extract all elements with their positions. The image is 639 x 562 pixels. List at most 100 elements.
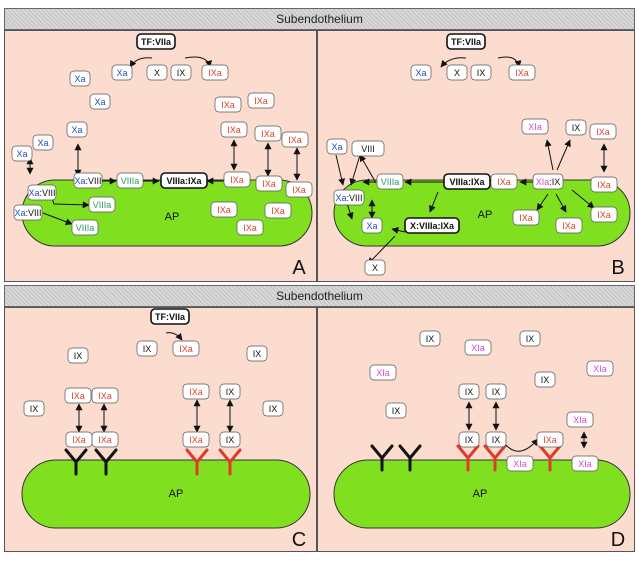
ixa-a-top: IXa <box>201 64 229 81</box>
ixa-a-1: IXa <box>214 96 242 113</box>
ix-d-5-text: IX <box>465 387 474 397</box>
ap-label-b: AP <box>478 209 493 221</box>
tenase-b: VIIIa:IXa <box>443 173 491 190</box>
ixa-d-1-text: IXa <box>543 435 557 445</box>
ix-b-top-box <box>470 64 492 81</box>
ixa-a-7-text: IXa <box>262 179 276 189</box>
xia-b-1-text: XIa <box>528 122 542 132</box>
tf-viia-a-text: TF:VIIa <box>141 37 172 47</box>
receptor-c-1 <box>64 448 88 476</box>
ixa-c-3: IXa <box>182 383 210 400</box>
ixa-b-3-box <box>590 176 618 193</box>
xia-ix-b-text: XIa:IX <box>536 177 561 187</box>
viiia-a-3-box <box>71 219 99 236</box>
xa-viii-a-2: Xa:VIII <box>27 184 57 201</box>
xia-d-4-box <box>566 411 594 428</box>
xa-a-4: Xa <box>11 145 33 162</box>
ixa-c-1: IXa <box>64 387 92 404</box>
ixa-a-9-text: IXa <box>217 205 231 215</box>
x-b-top-box <box>446 64 468 81</box>
ix-c-2-box <box>246 345 268 362</box>
xa-viii-a-3-box <box>13 204 43 221</box>
ixa-a-4-box <box>254 125 282 142</box>
ix-d-1: IX <box>419 330 441 347</box>
ap-label-d: AP <box>473 488 488 500</box>
ixa-c-5: IXa <box>91 431 119 448</box>
xia-d-6: XIa <box>571 455 599 472</box>
xia-d-3-text: XIa <box>593 364 607 374</box>
xia-ix-b-box <box>532 173 564 190</box>
tf-viia-c-box <box>150 308 190 325</box>
xia-d-1: XIa <box>464 339 492 356</box>
ixa-a-8: IXa <box>285 181 313 198</box>
xia-d-2-box <box>369 364 397 381</box>
platelet-c <box>21 459 311 529</box>
tf-viia-b: TF:VIIa <box>446 33 486 50</box>
ixa-a-2: IXa <box>247 92 275 109</box>
ix-c-4-text: IX <box>269 404 278 414</box>
ixa-a-top-text: IXa <box>208 68 222 78</box>
ix-c-top-box <box>136 340 158 357</box>
ixa-c-top: IXa <box>172 340 200 357</box>
xa-a-3-text: Xa <box>37 138 48 148</box>
receptor-d-1 <box>370 444 394 472</box>
ixa-b-5: IXa <box>555 217 583 234</box>
subendothelium-band-bottom: Subendothelium <box>4 285 635 307</box>
ixa-b-2: IXa <box>589 123 617 140</box>
ixa-a-5: IXa <box>281 131 309 148</box>
xia-d-5: XIa <box>506 455 534 472</box>
viii-b-1-text: VIII <box>361 144 375 154</box>
ix-d-3-text: IX <box>541 375 550 385</box>
xa-a-2-text: Xa <box>94 97 105 107</box>
xa-a-4-text: Xa <box>16 149 27 159</box>
viiia-b-box <box>376 173 404 190</box>
ix-d-4-box <box>385 402 407 419</box>
xa-viii-a-3-text: Xa:VIII <box>14 208 41 218</box>
ixa-b-top-text: IXa <box>515 68 529 78</box>
xia-d-6-box <box>571 455 599 472</box>
ixa-a-6-box <box>223 171 251 188</box>
xia-d-1-box <box>464 339 492 356</box>
ixa-a-9: IXa <box>210 201 238 218</box>
xa-viii-a-1-text: Xa:VIII <box>74 176 101 186</box>
ixa-c-top-text: IXa <box>179 344 193 354</box>
ixa-a-8-text: IXa <box>292 185 306 195</box>
xa-viii-b: Xa:VIII <box>333 189 365 206</box>
panel-letter-c: C <box>292 529 306 551</box>
ix-c-6-box <box>219 431 241 448</box>
xa-b-2-text: Xa <box>366 221 377 231</box>
xa-b-top-text: Xa <box>415 68 426 78</box>
ix-d-8: IX <box>485 431 507 448</box>
tf-viia-b-box <box>446 33 486 50</box>
xa-a-top-box <box>111 64 133 81</box>
ix-b-top-text: IX <box>477 68 486 78</box>
xia-d-5-text: XIa <box>513 459 527 469</box>
ixa-b-top-box <box>508 64 536 81</box>
ixa-a-4: IXa <box>254 125 282 142</box>
xia-d-4: XIa <box>566 411 594 428</box>
ixa-a-11-box <box>236 219 264 236</box>
ix-c-2: IX <box>246 345 268 362</box>
ix-d-4-text: IX <box>392 406 401 416</box>
xa-viii-a-3: Xa:VIII <box>13 204 43 221</box>
xa-a-3-box <box>32 134 54 151</box>
ixa-a-1-text: IXa <box>221 100 235 110</box>
xa-viii-a-2-box <box>27 184 57 201</box>
viiia-b: VIIIa <box>376 173 404 190</box>
ix-c-6-text: IX <box>226 435 235 445</box>
tenase-a: VIIIa:IXa <box>160 172 208 189</box>
ix-a-top-box <box>170 64 192 81</box>
ix-b-top: IX <box>470 64 492 81</box>
ixa-a-7-box <box>255 175 283 192</box>
xia-d-1-text: XIa <box>471 343 485 353</box>
ix-d-5-box <box>458 383 480 400</box>
ixa-c-6: IXa <box>182 431 210 448</box>
tf-viia-a: TF:VIIa <box>136 33 176 50</box>
ix-d-7-box <box>458 431 480 448</box>
ix-d-6-text: IX <box>492 387 501 397</box>
panel-letter-d: D <box>611 529 625 551</box>
ixa-a-8-box <box>285 181 313 198</box>
tenase-b-text: VIIIa:IXa <box>449 177 485 187</box>
